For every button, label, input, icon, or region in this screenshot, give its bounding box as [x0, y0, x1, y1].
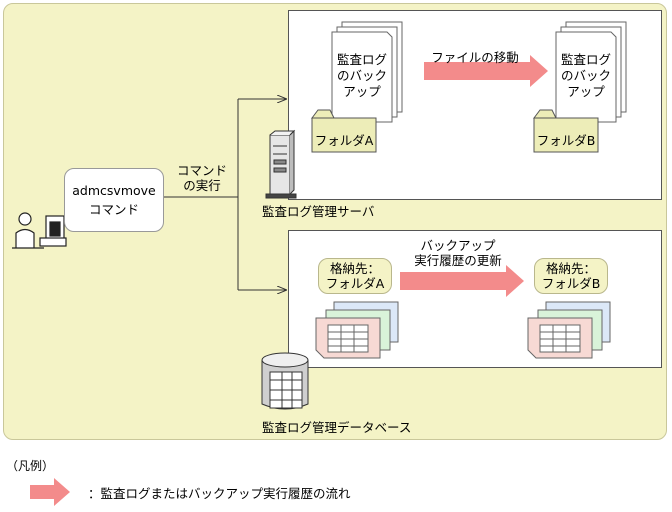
command-exec-label: コマンド の実行 [170, 163, 234, 193]
backup-doc-right-label: 監査ログ のバック アップ [556, 52, 616, 100]
backup-doc-left-label: 監査ログ のバック アップ [332, 52, 392, 100]
doc-left-line1: 監査ログ [336, 52, 387, 67]
server-label: 監査ログ管理サーバ [262, 204, 375, 219]
file-move-label: ファイルの移動 [431, 50, 519, 65]
command-name: admcsvmove [72, 183, 156, 198]
update-label-line1: バックアップ [420, 238, 496, 253]
command-box: admcsvmove コマンド [64, 168, 164, 232]
backup-doc-stack-right [555, 21, 627, 123]
doc-right-line3: アップ [567, 84, 605, 99]
user-icon [12, 212, 67, 249]
doc-right-line1: 監査ログ [560, 52, 611, 67]
storage-a-line1: 格納先： [329, 261, 380, 276]
move-flow-arrow [424, 55, 548, 87]
command-suffix: コマンド [88, 202, 139, 217]
doc-left-line2: のバック [336, 68, 387, 83]
update-flow-arrow [400, 265, 524, 297]
storage-b-line2: フォルダB [541, 276, 601, 291]
storage-b-line1: 格納先： [545, 261, 596, 276]
server-icon [265, 129, 297, 199]
storage-a-line2: フォルダA [325, 276, 385, 291]
history-table-stack-right [527, 301, 611, 359]
database-icon [261, 352, 309, 410]
update-label-line2: 実行履歴の更新 [414, 253, 502, 268]
legend-title: （凡例） [6, 459, 55, 473]
command-exec-line2: の実行 [183, 178, 221, 193]
folder-b-label: フォルダB [536, 133, 596, 148]
folder-b-icon [533, 109, 599, 153]
backup-doc-stack-left [331, 21, 403, 123]
history-update-label: バックアップ 実行履歴の更新 [398, 238, 518, 268]
storage-folder-a: 格納先： フォルダA [318, 258, 392, 294]
database-label: 監査ログ管理データベース [262, 420, 412, 435]
storage-folder-b: 格納先： フォルダB [534, 258, 608, 294]
doc-right-line2: のバック [560, 68, 611, 83]
command-exec-line1: コマンド [176, 163, 227, 178]
history-table-stack-left [315, 301, 399, 359]
connector-lines [164, 99, 286, 290]
doc-left-line3: アップ [343, 84, 381, 99]
legend-flow-arrow [30, 478, 70, 506]
folder-a-icon [311, 109, 377, 153]
legend-description: ：監査ログまたはバックアップ実行履歴の流れ [88, 486, 351, 501]
folder-a-label: フォルダA [314, 133, 374, 148]
